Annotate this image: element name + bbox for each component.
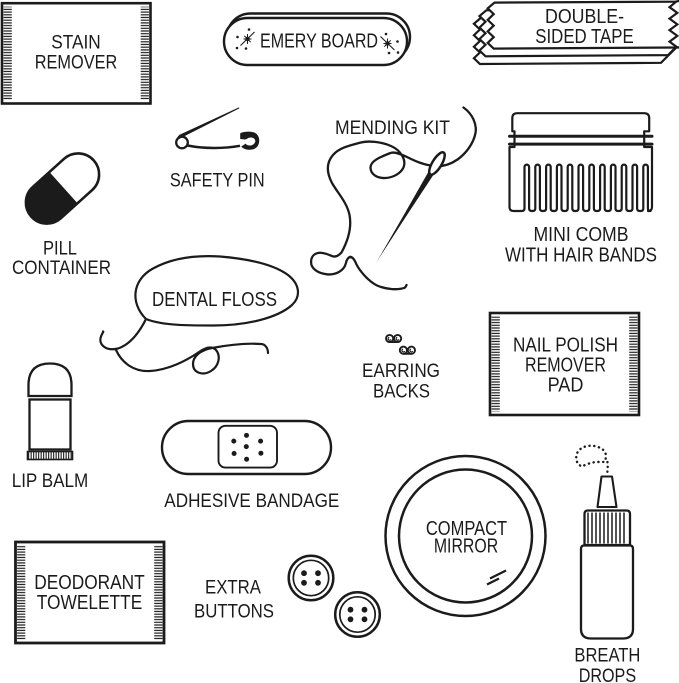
svg-text:BACKS: BACKS	[373, 381, 430, 402]
svg-text:EXTRA: EXTRA	[205, 578, 261, 599]
svg-text:NAIL POLISH: NAIL POLISH	[513, 335, 618, 357]
svg-text:DEODORANT: DEODORANT	[34, 572, 145, 594]
svg-text:DROPS: DROPS	[579, 666, 636, 683]
svg-text:TOWELETTE: TOWELETTE	[37, 592, 143, 614]
svg-text:BUTTONS: BUTTONS	[194, 602, 274, 623]
svg-text:ADHESIVE BANDAGE: ADHESIVE BANDAGE	[164, 491, 339, 512]
svg-text:PILL: PILL	[43, 238, 77, 259]
svg-text:EARRING: EARRING	[362, 361, 440, 382]
svg-text:LIP BALM: LIP BALM	[12, 471, 89, 492]
svg-text:CONTAINER: CONTAINER	[12, 258, 111, 279]
svg-text:MINI COMB: MINI COMB	[534, 224, 629, 246]
svg-text:EMERY BOARD: EMERY BOARD	[260, 31, 378, 53]
svg-text:BREATH: BREATH	[574, 646, 640, 667]
svg-text:REMOVER: REMOVER	[525, 354, 606, 376]
svg-text:STAIN: STAIN	[51, 32, 101, 54]
svg-text:MIRROR: MIRROR	[434, 535, 498, 557]
svg-text:DOUBLE-: DOUBLE-	[545, 6, 624, 28]
svg-text:DENTAL FLOSS: DENTAL FLOSS	[152, 289, 277, 311]
svg-text:SIDED TAPE: SIDED TAPE	[535, 26, 633, 48]
svg-text:WITH HAIR BANDS: WITH HAIR BANDS	[505, 244, 657, 266]
svg-text:MENDING KIT: MENDING KIT	[335, 118, 450, 139]
svg-text:PAD: PAD	[548, 374, 584, 396]
svg-text:REMOVER: REMOVER	[35, 52, 118, 74]
svg-text:SAFETY PIN: SAFETY PIN	[170, 171, 265, 192]
svg-text:COMPACT: COMPACT	[426, 518, 507, 540]
